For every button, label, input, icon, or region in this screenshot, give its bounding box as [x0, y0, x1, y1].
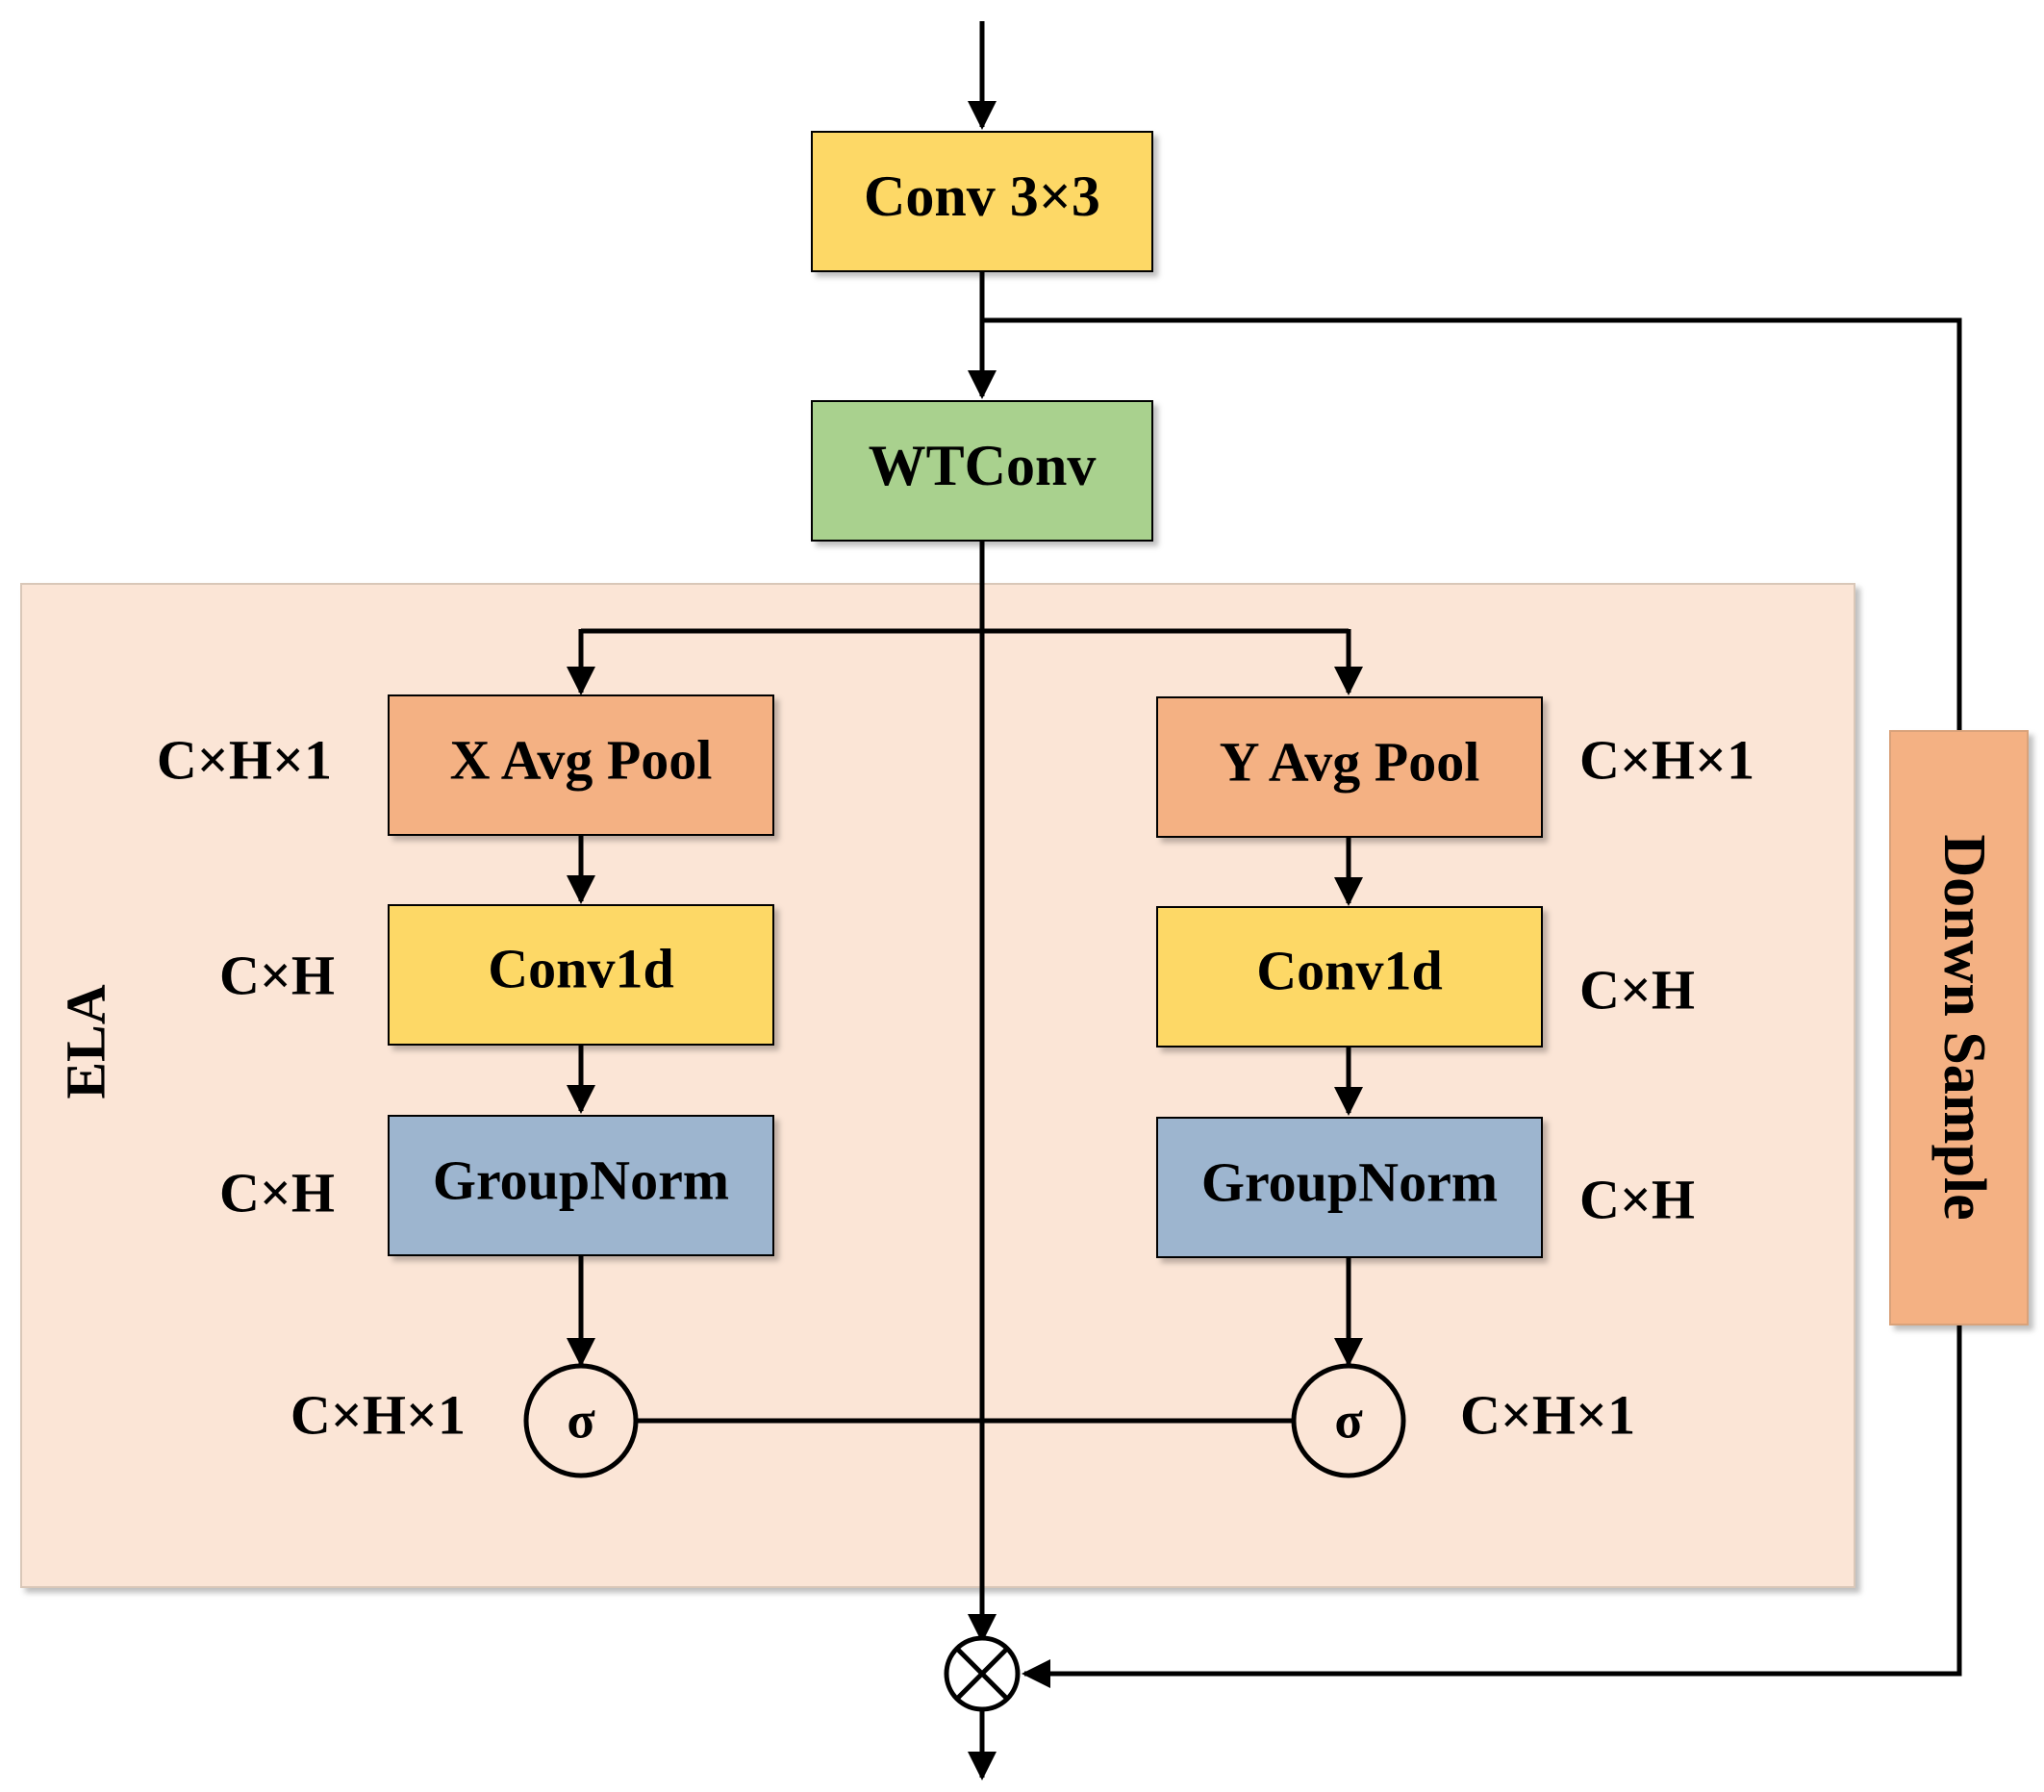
conv1d-right-label: Conv1d	[1256, 939, 1442, 1001]
x-avg-pool-label: X Avg Pool	[450, 728, 713, 791]
dim-label-right-sigma: C×H×1	[1460, 1383, 1635, 1446]
dim-label-right-groupnorm: C×H	[1579, 1168, 1695, 1230]
dim-label-right-pool: C×H×1	[1579, 728, 1754, 791]
conv1d-left-label: Conv1d	[488, 937, 673, 999]
dim-label-left-pool: C×H×1	[157, 728, 332, 791]
connectors	[567, 21, 1962, 1780]
groupnorm-right-block: GroupNorm	[1156, 1117, 1543, 1258]
sigma-right-label: σ	[1334, 1391, 1363, 1449]
groupnorm-right-label: GroupNorm	[1201, 1150, 1498, 1213]
conv3x3-label: Conv 3×3	[864, 164, 1100, 228]
sigma-left-node: σ	[523, 1363, 639, 1478]
groupnorm-left-block: GroupNorm	[388, 1115, 774, 1256]
x-avg-pool-block: X Avg Pool	[388, 694, 774, 836]
sigma-left-label: σ	[567, 1391, 595, 1449]
circled-times-icon	[944, 1635, 1021, 1712]
dim-label-left-groupnorm: C×H	[219, 1161, 335, 1224]
y-avg-pool-label: Y Avg Pool	[1220, 730, 1480, 793]
conv1d-left-block: Conv1d	[388, 904, 774, 1046]
conv3x3-block: Conv 3×3	[811, 131, 1153, 272]
groupnorm-left-label: GroupNorm	[433, 1148, 729, 1211]
conv1d-right-block: Conv1d	[1156, 906, 1543, 1047]
sigma-right-node: σ	[1291, 1363, 1406, 1478]
downsample-block: Donwn Sample	[1889, 730, 2029, 1325]
downsample-label: Donwn Sample	[1931, 834, 1997, 1220]
wtconv-label: WTConv	[869, 434, 1097, 497]
wtconv-block: WTConv	[811, 400, 1153, 542]
dim-label-left-sigma: C×H×1	[290, 1383, 466, 1446]
ela-label: ELA	[54, 984, 116, 1098]
dim-label-right-conv1d: C×H	[1579, 958, 1695, 1021]
y-avg-pool-block: Y Avg Pool	[1156, 696, 1543, 838]
dim-label-left-conv1d: C×H	[219, 944, 335, 1006]
